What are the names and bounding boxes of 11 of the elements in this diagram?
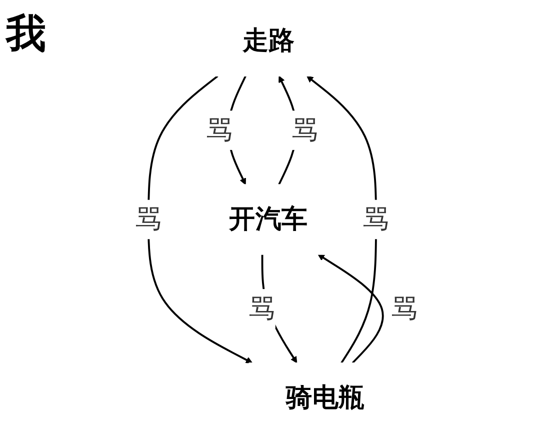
edge-label: 骂 [206, 114, 233, 146]
node-text: 骑电瓶 [286, 382, 365, 413]
edge-label: 骂 [135, 204, 162, 234]
edge-label: 骂 [391, 292, 418, 324]
node-text: 开汽车 [229, 204, 308, 234]
edge-label: 骂 [249, 292, 276, 324]
center-label: 我 [6, 10, 46, 59]
edge-label: 骂 [362, 204, 390, 234]
edge-label: 骂 [292, 114, 318, 146]
arrow [318, 254, 384, 364]
node-text: 走路 [242, 25, 295, 56]
